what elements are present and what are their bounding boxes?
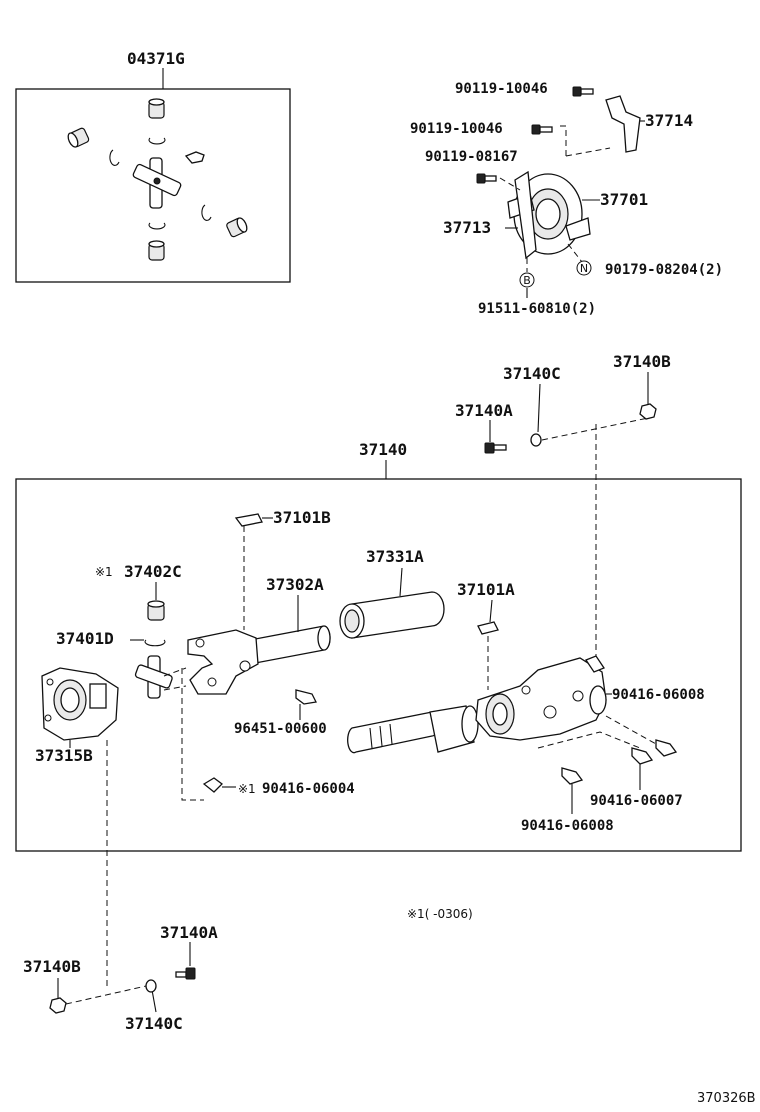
- note-mark-90416-06004: ※1: [238, 782, 256, 796]
- label-90179-08204[interactable]: 90179-08204(2): [605, 262, 723, 278]
- dashed-leader: [537, 731, 641, 749]
- slip-yoke-shaft-icon: [347, 705, 479, 754]
- snap-ring-37401D-icon: [144, 639, 166, 647]
- dust-boot-37331A-icon: [339, 591, 445, 639]
- label-37140B-bottom[interactable]: 37140B: [23, 957, 81, 976]
- grease-fitting-96451-icon: [295, 689, 317, 705]
- circle-marker-N: N: [576, 260, 592, 276]
- label-90119-10046-a[interactable]: 90119-10046: [455, 81, 548, 97]
- leader-line: [399, 567, 403, 597]
- label-37140B-top[interactable]: 37140B: [613, 352, 671, 371]
- balance-weight-37101B-icon: [234, 513, 263, 527]
- bolt-icon: [175, 967, 196, 980]
- label-90119-10046-b[interactable]: 90119-10046: [410, 121, 503, 137]
- label-37140C-bottom[interactable]: 37140C: [125, 1014, 183, 1033]
- footnote: ※1( -0306): [407, 907, 473, 921]
- note-mark-37402C: ※1: [95, 565, 113, 579]
- grease-fitting-90416-06004-icon: [202, 777, 223, 793]
- label-37315B[interactable]: 37315B: [35, 746, 93, 765]
- dashed-leader: [565, 147, 611, 157]
- assembly-37140-box: [15, 478, 742, 852]
- kit-04371G-box: [15, 88, 291, 283]
- snap-ring-icon: [109, 149, 120, 166]
- label-91511-60810[interactable]: 91511-60810(2): [478, 301, 596, 317]
- label-90119-08167[interactable]: 90119-08167: [425, 149, 518, 165]
- washer-icon: [530, 433, 542, 447]
- snap-ring-icon: [201, 204, 212, 221]
- bolt-icon: [531, 124, 553, 135]
- dashed-leader: [163, 685, 187, 691]
- label-37140A-bottom[interactable]: 37140A: [160, 923, 218, 942]
- circle-marker-B: B: [519, 272, 535, 288]
- nut-icon: [49, 997, 67, 1014]
- propeller-shaft-37302A-icon: [187, 625, 331, 695]
- kit-04371G-group: 04371G: [15, 49, 291, 283]
- label-04371G[interactable]: 04371G: [127, 49, 185, 68]
- label-37401D[interactable]: 37401D: [56, 629, 114, 648]
- double-cardan-joint-icon: [475, 655, 607, 741]
- top-fastener-group: 37140B 37140C 37140A: [455, 352, 671, 676]
- grease-fitting-90416-06007-icon: [631, 747, 654, 765]
- dashed-leader: [181, 668, 204, 801]
- bottom-fastener-group: 37140A 37140B 37140C: [23, 923, 218, 1033]
- leader-line: [489, 599, 493, 623]
- label-37302A[interactable]: 37302A: [266, 575, 324, 594]
- snap-ring-icon: [148, 137, 166, 145]
- label-96451-00600[interactable]: 96451-00600: [234, 721, 327, 737]
- leader-line: [537, 383, 541, 433]
- bracket-37714-icon: [605, 95, 641, 153]
- dashed-leader: [163, 667, 187, 677]
- label-37101B[interactable]: 37101B: [273, 508, 331, 527]
- grease-fitting-90416-06008-right-icon: [655, 739, 678, 757]
- bolt-icon: [476, 173, 497, 184]
- bolt-icon: [572, 86, 594, 97]
- label-37701[interactable]: 37701: [600, 190, 648, 209]
- nut-icon: [639, 403, 657, 420]
- flange-yoke-37315B-icon: [41, 667, 119, 741]
- svg-text:B: B: [523, 274, 531, 287]
- grease-fitting-90416-06008-bottom-icon: [561, 767, 584, 785]
- svg-text:N: N: [580, 262, 588, 275]
- diagram-code: 370326B: [697, 1091, 756, 1106]
- label-37140A-top[interactable]: 37140A: [455, 401, 513, 420]
- dashed-leader: [567, 243, 583, 263]
- assembly-37140-group: 37140 37101B 37331A ※1 37402C 37302A 371…: [15, 440, 742, 990]
- label-37713[interactable]: 37713: [443, 218, 491, 237]
- label-37140C-top[interactable]: 37140C: [503, 364, 561, 383]
- label-90416-06007[interactable]: 90416-06007: [590, 793, 683, 809]
- bearing-cup-icon: [148, 98, 165, 119]
- bearing-cup-icon: [148, 240, 165, 261]
- label-90416-06008-right[interactable]: 90416-06008: [612, 687, 705, 703]
- dashed-leader: [605, 715, 657, 745]
- dashed-leader: [65, 985, 147, 1005]
- grease-fitting-icon: [184, 151, 205, 164]
- balance-weight-37101A-icon: [477, 621, 499, 635]
- label-37714[interactable]: 37714: [645, 111, 693, 130]
- spider-cross-icon: [134, 655, 173, 699]
- bolt-icon: [484, 442, 507, 454]
- dashed-leader: [499, 177, 521, 191]
- dashed-leader: [560, 125, 567, 156]
- dashed-leader: [541, 417, 649, 441]
- leader-line: [151, 989, 157, 1013]
- center-bearing-group: 90119-10046 37714 90119-10046 90119-0816…: [410, 81, 723, 317]
- bearing-cup-37402C-icon: [147, 600, 165, 621]
- bracket-37713-icon: [514, 170, 537, 260]
- label-37402C[interactable]: 37402C: [124, 562, 182, 581]
- center-bearing-housing-icon: [507, 173, 591, 255]
- universal-joint-spider-icon: [132, 157, 182, 209]
- snap-ring-icon: [148, 222, 166, 230]
- label-37331A[interactable]: 37331A: [366, 547, 424, 566]
- label-90416-06008-bottom[interactable]: 90416-06008: [521, 818, 614, 834]
- label-37140[interactable]: 37140: [359, 440, 407, 459]
- bearing-cup-icon: [67, 127, 90, 148]
- label-90416-06004[interactable]: 90416-06004: [262, 781, 355, 797]
- label-37101A[interactable]: 37101A: [457, 580, 515, 599]
- bearing-cup-icon: [226, 217, 248, 238]
- washer-icon: [145, 979, 157, 993]
